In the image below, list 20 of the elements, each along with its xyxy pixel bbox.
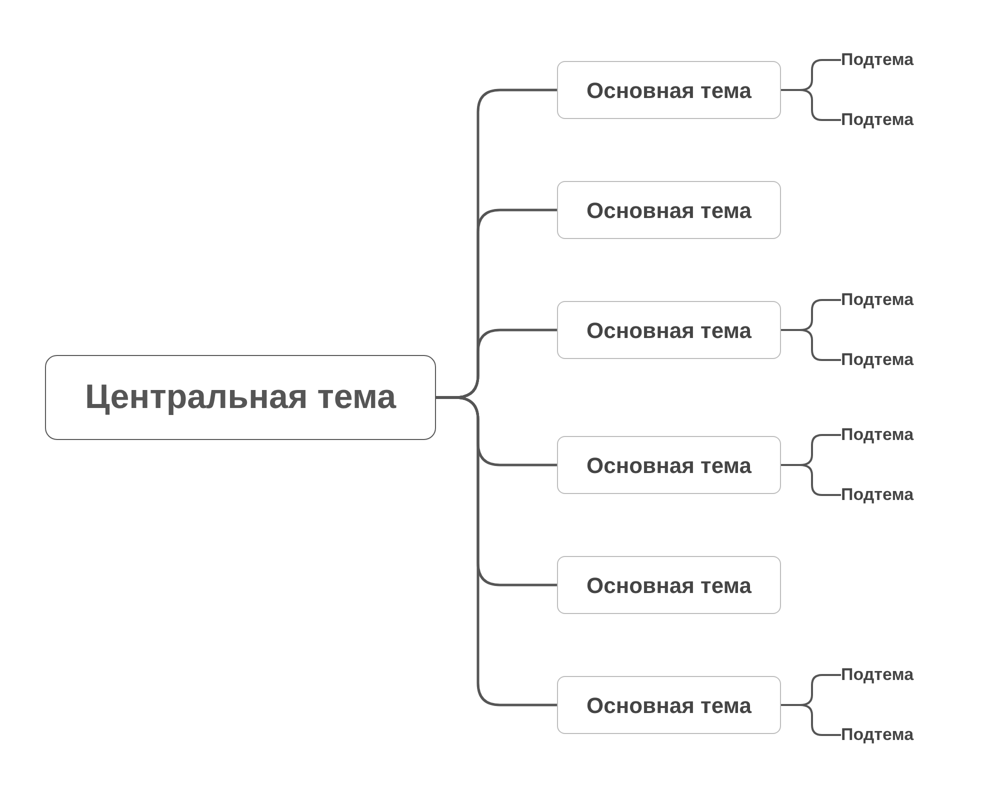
- main-topic-box: Основная тема: [557, 436, 781, 494]
- brace-connector: [781, 89, 841, 121]
- brace-connector: [781, 464, 841, 496]
- subtopic-label: Подтема: [841, 724, 931, 746]
- main-topic-box: Основная тема: [557, 556, 781, 614]
- brace-connector: [436, 396, 557, 706]
- brace-connector: [781, 329, 841, 361]
- subtopic-label: Подтема: [841, 349, 931, 371]
- subtopic-label: Подтема: [841, 424, 931, 446]
- brace-connector: [781, 704, 841, 736]
- central-topic-box: Центральная тема: [45, 355, 436, 440]
- subtopic-label: Подтема: [841, 664, 931, 686]
- main-topic-box: Основная тема: [557, 301, 781, 359]
- main-topic-box: Основная тема: [557, 676, 781, 734]
- subtopic-label: Подтема: [841, 289, 931, 311]
- subtopic-label: Подтема: [841, 109, 931, 131]
- subtopic-label: Подтема: [841, 49, 931, 71]
- main-topic-box: Основная тема: [557, 61, 781, 119]
- main-topic-box: Основная тема: [557, 181, 781, 239]
- subtopic-label: Подтема: [841, 484, 931, 506]
